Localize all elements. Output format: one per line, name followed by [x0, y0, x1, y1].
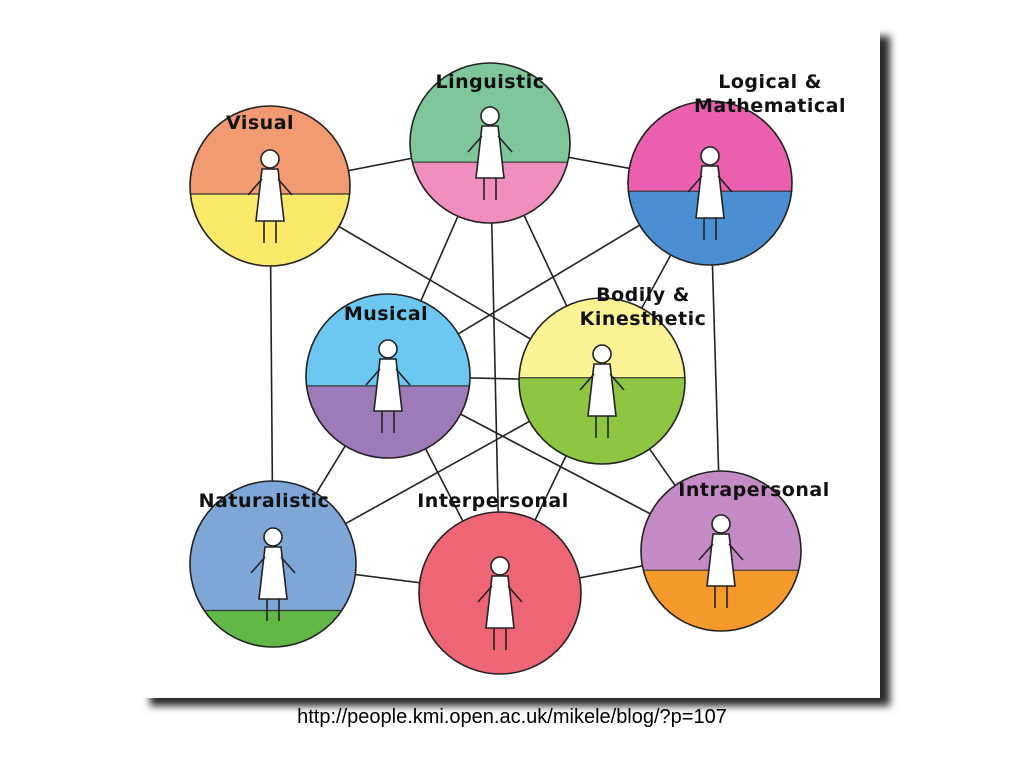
- node-logical-figure-icon: [687, 146, 733, 240]
- node-logical-label-line-1: Logical &: [718, 71, 822, 93]
- node-intrapersonal-outline: [640, 470, 802, 632]
- node-interpersonal-figure-icon: [477, 556, 523, 650]
- node-bodily-figure-icon: [579, 344, 625, 438]
- node-visual-figure-icon: [247, 149, 293, 243]
- node-naturalistic: [189, 480, 357, 648]
- node-linguistic-outline: [409, 62, 571, 224]
- node-bodily-label-line-1: Bodily &: [596, 284, 690, 306]
- node-naturalistic-bottom-band: [190, 610, 356, 647]
- node-interpersonal: [418, 511, 582, 675]
- node-intrapersonal-figure-icon: [698, 514, 744, 608]
- node-interpersonal-label: Interpersonal: [417, 490, 569, 512]
- node-linguistic-figure-icon: [467, 106, 513, 200]
- node-bodily-outline: [518, 297, 686, 465]
- node-linguistic-label: Linguistic: [436, 71, 545, 93]
- node-musical-figure-icon: [365, 339, 411, 433]
- node-musical-label: Musical: [344, 303, 428, 325]
- node-logical: [627, 100, 793, 266]
- node-intrapersonal-label: Intrapersonal: [678, 479, 829, 501]
- node-logical-outline: [627, 100, 793, 266]
- node-naturalistic-figure-icon: [250, 527, 296, 621]
- node-bodily-label-line-2: Kinesthetic: [580, 308, 707, 330]
- source-url-caption[interactable]: http://people.kmi.open.ac.uk/mikele/blog…: [297, 706, 727, 728]
- node-logical-label-line-2: Mathematical: [694, 95, 846, 117]
- node-musical-outline: [305, 293, 471, 459]
- node-naturalistic-label: Naturalistic: [199, 490, 330, 512]
- node-naturalistic-outline: [189, 480, 357, 648]
- node-visual-outline: [189, 105, 351, 267]
- node-visual-label: Visual: [226, 112, 294, 134]
- node-interpersonal-outline: [418, 511, 582, 675]
